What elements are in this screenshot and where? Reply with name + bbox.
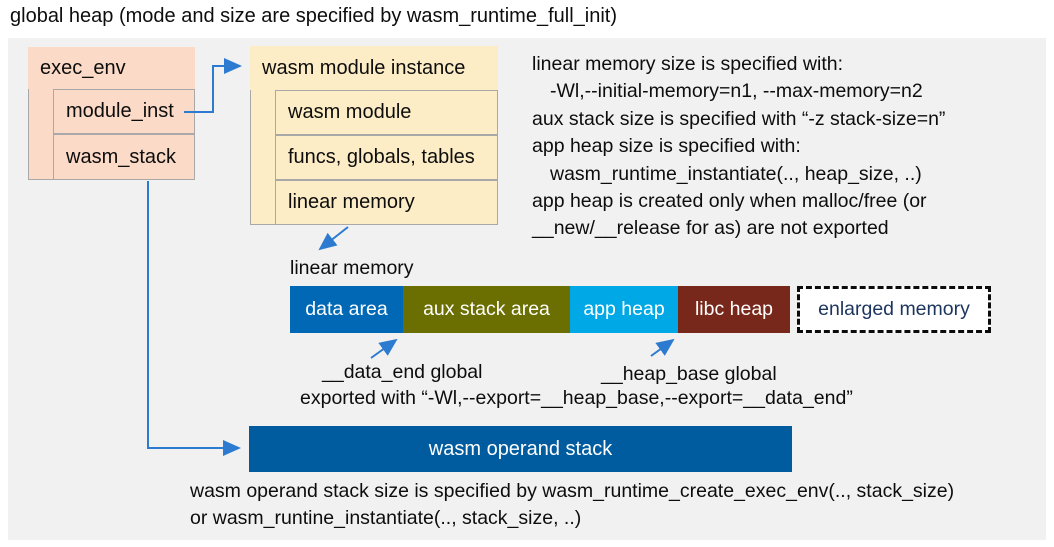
note-line: app heap size is specified with: — [532, 135, 801, 158]
segment-aux-stack-area: aux stack area — [403, 286, 570, 333]
operand-stack-notes: wasm operand stack size is specified by … — [190, 478, 954, 532]
exec-env-label: exec_env — [40, 56, 126, 79]
module-inst-box: module_inst — [53, 89, 195, 134]
segment-app-heap: app heap — [570, 286, 678, 333]
funcs-globals-tables-label: funcs, globals, tables — [288, 146, 475, 168]
linear-memory-bar-title: linear memory — [290, 257, 414, 279]
data-end-global-label: __data_end global — [322, 361, 483, 383]
footer-line: or wasm_runtine_instantiate(.., stack_si… — [190, 507, 582, 529]
wasm-operand-stack-bar: wasm operand stack — [249, 426, 792, 472]
note-line: app heap is created only when malloc/fre… — [532, 190, 927, 213]
segment-enlarged-memory: enlarged memory — [797, 286, 991, 333]
size-notes: linear memory size is specified with: -W… — [532, 51, 1044, 243]
wasm-module-instance-header: wasm module instance — [250, 46, 498, 90]
heap-base-global-label: __heap_base global — [601, 363, 777, 385]
note-line: aux stack size is specified with “-z sta… — [532, 107, 946, 130]
note-line: linear memory size is specified with: — [532, 53, 844, 75]
segment-libc-heap: libc heap — [678, 286, 790, 333]
note-line: __new/__release for as) are not exported — [532, 217, 889, 240]
note-line: -Wl,--initial-memory=n1, --max-memory=n2 — [550, 80, 923, 103]
exported-with-label: exported with “-Wl,--export=__heap_base,… — [300, 387, 853, 409]
segment-data-area: data area — [290, 286, 403, 333]
linear-memory-box: linear memory — [275, 180, 498, 225]
exec-env-header: exec_env — [28, 47, 195, 89]
wasm-stack-label: wasm_stack — [66, 145, 177, 168]
linear-memory-box-label: linear memory — [288, 191, 415, 213]
wasm-stack-box: wasm_stack — [53, 134, 195, 180]
note-line: wasm_runtime_instantiate(.., heap_size, … — [550, 162, 922, 185]
module-inst-label: module_inst — [66, 100, 174, 122]
funcs-globals-tables-box: funcs, globals, tables — [275, 135, 498, 180]
footer-line: wasm operand stack size is specified by … — [190, 480, 955, 502]
wasm-module-instance-label: wasm module instance — [262, 56, 466, 79]
wasm-module-label: wasm module — [288, 101, 412, 123]
wasm-module-box: wasm module — [275, 90, 498, 135]
diagram-title: global heap (mode and size are specified… — [10, 5, 617, 27]
